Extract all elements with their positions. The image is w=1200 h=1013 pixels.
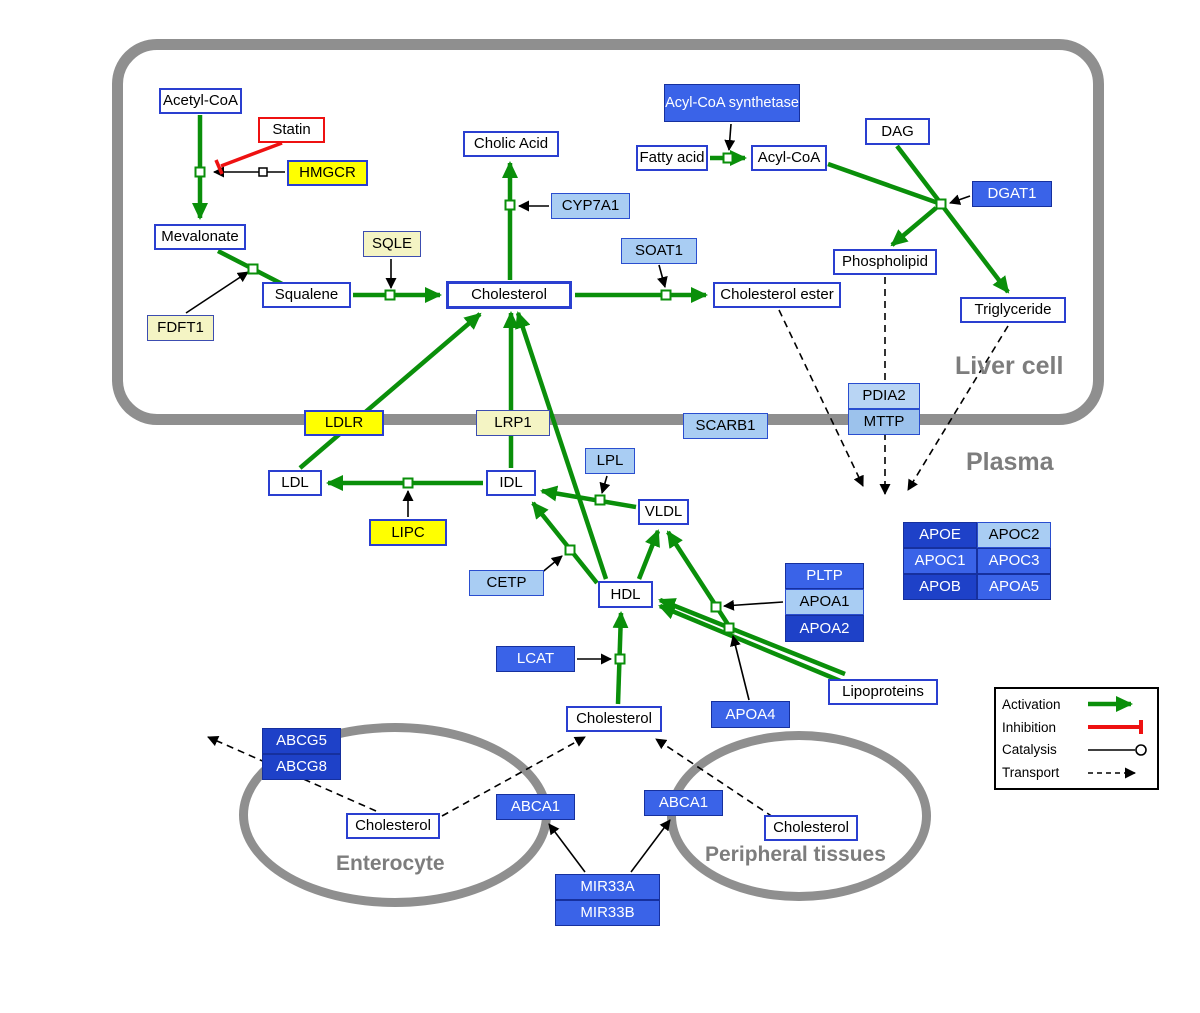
liver-cell-label: Liver cell [955, 352, 1064, 380]
plasma-label: Plasma [966, 448, 1054, 476]
node-cholesterol-enterocyte[interactable]: Cholesterol [346, 813, 440, 839]
legend-row-activation: Activation [1002, 694, 1151, 714]
node-abca1-enterocyte[interactable]: ABCA1 [496, 794, 575, 820]
legend-row-catalysis: Catalysis [1002, 740, 1151, 760]
node-abca1-peripheral[interactable]: ABCA1 [644, 790, 723, 816]
node-lpl[interactable]: LPL [585, 448, 635, 474]
node-acyl-coa-synthetase[interactable]: Acyl-CoA synthetase [664, 84, 800, 122]
node-lcat[interactable]: LCAT [496, 646, 575, 672]
node-apoe[interactable]: APOE [903, 522, 977, 548]
node-pdia2[interactable]: PDIA2 [848, 383, 920, 409]
node-fdft1[interactable]: FDFT1 [147, 315, 214, 341]
catalysis-circle-symbol [1088, 744, 1147, 756]
node-lrp1[interactable]: LRP1 [476, 410, 550, 436]
peripheral-tissues-compartment [667, 731, 931, 901]
node-hmgcr[interactable]: HMGCR [287, 160, 368, 186]
node-lipoproteins[interactable]: Lipoproteins [828, 679, 938, 705]
node-cholic-acid[interactable]: Cholic Acid [463, 131, 559, 157]
node-ldlr[interactable]: LDLR [304, 410, 384, 436]
legend-transport-label: Transport [1002, 765, 1060, 781]
node-ldl[interactable]: LDL [268, 470, 322, 496]
node-acetyl-coa[interactable]: Acetyl-CoA [159, 88, 242, 114]
node-sqle[interactable]: SQLE [363, 231, 421, 257]
node-mir33b[interactable]: MIR33B [555, 900, 660, 926]
node-apoa2[interactable]: APOA2 [785, 615, 864, 642]
node-scarb1[interactable]: SCARB1 [683, 413, 768, 439]
inhibition-tee-symbol [1088, 720, 1143, 735]
activation-arrow-symbol [1088, 696, 1133, 713]
node-apoc2[interactable]: APOC2 [977, 522, 1051, 548]
node-apoa4[interactable]: APOA4 [711, 701, 790, 728]
node-abcg8[interactable]: ABCG8 [262, 754, 341, 780]
node-abcg5[interactable]: ABCG5 [262, 728, 341, 754]
node-dgat1[interactable]: DGAT1 [972, 181, 1052, 207]
node-dag[interactable]: DAG [865, 118, 930, 145]
node-cholesterol-peripheral[interactable]: Cholesterol [764, 815, 858, 841]
node-mir33a[interactable]: MIR33A [555, 874, 660, 900]
node-mevalonate[interactable]: Mevalonate [154, 224, 246, 250]
node-acyl-coa[interactable]: Acyl-CoA [751, 145, 827, 171]
node-fatty-acid[interactable]: Fatty acid [636, 145, 708, 171]
node-lipc[interactable]: LIPC [369, 519, 447, 546]
node-cyp7a1[interactable]: CYP7A1 [551, 193, 630, 219]
node-triglyceride[interactable]: Triglyceride [960, 297, 1066, 323]
node-pltp[interactable]: PLTP [785, 563, 864, 589]
legend-catalysis-label: Catalysis [1002, 742, 1057, 758]
node-apoc1[interactable]: APOC1 [903, 548, 977, 574]
node-apoa5[interactable]: APOA5 [977, 574, 1051, 600]
transport-dashed-arrow-symbol [1088, 767, 1136, 779]
peripheral-tissues-label: Peripheral tissues [705, 843, 886, 866]
node-vldl[interactable]: VLDL [638, 499, 689, 525]
node-mttp[interactable]: MTTP [848, 409, 920, 435]
legend: Activation Inhibition Catalysis Transpor… [994, 687, 1159, 790]
node-hdl[interactable]: HDL [598, 581, 653, 608]
legend-inhibition-label: Inhibition [1002, 719, 1057, 735]
liver-cell-compartment [112, 39, 1104, 425]
node-apoc3[interactable]: APOC3 [977, 548, 1051, 574]
node-soat1[interactable]: SOAT1 [621, 238, 697, 264]
node-cholesterol-liver[interactable]: Cholesterol [446, 281, 572, 309]
node-cetp[interactable]: CETP [469, 570, 544, 596]
node-squalene[interactable]: Squalene [262, 282, 351, 308]
node-apob[interactable]: APOB [903, 574, 977, 600]
node-statin[interactable]: Statin [258, 117, 325, 143]
legend-row-inhibition: Inhibition [1002, 717, 1151, 737]
node-cholesterol-plasma[interactable]: Cholesterol [566, 706, 662, 732]
node-idl[interactable]: IDL [486, 470, 536, 496]
node-cholesterol-ester[interactable]: Cholesterol ester [713, 282, 841, 308]
node-apoa1[interactable]: APOA1 [785, 589, 864, 615]
enterocyte-label: Enterocyte [336, 852, 445, 875]
legend-row-transport: Transport [1002, 763, 1151, 783]
node-phospholipid[interactable]: Phospholipid [833, 249, 937, 275]
legend-activation-label: Activation [1002, 696, 1061, 712]
